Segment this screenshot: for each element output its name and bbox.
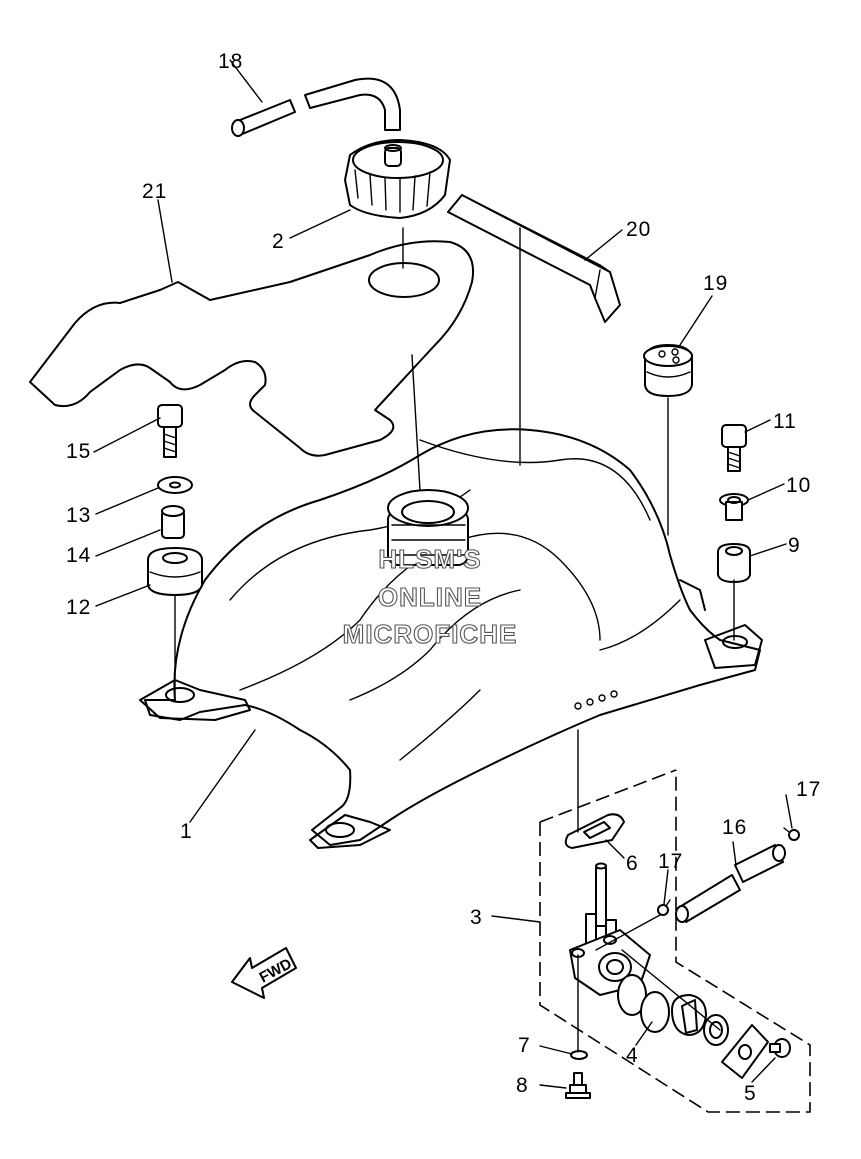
- part-10-collar: [719, 493, 749, 521]
- callout-8: 8: [516, 1074, 529, 1097]
- callout-16: 16: [722, 816, 747, 839]
- part-20-protector: [447, 194, 621, 323]
- callout-10: 10: [786, 474, 811, 497]
- tap-mount-holes: [574, 690, 618, 710]
- callout-4: 4: [626, 1044, 639, 1067]
- watermark: HLSM'S ONLINE MICROFICHE: [342, 543, 518, 649]
- callout-17a: 17: [796, 778, 821, 801]
- callout-labels: 18 21 2 20 19 11 10 9 15 13 14 12 1 17 1…: [66, 50, 821, 1105]
- watermark-line-1: HLSM'S: [378, 544, 481, 574]
- part-8-drain-screw: [565, 1072, 591, 1099]
- callout-5: 5: [744, 1082, 757, 1105]
- callout-20: 20: [626, 218, 651, 241]
- callout-17b: 17: [658, 850, 683, 873]
- assembly-lines: [93, 59, 793, 1089]
- callout-13: 13: [66, 504, 91, 527]
- callout-12: 12: [66, 596, 91, 619]
- fwd-arrow-icon: FWD: [231, 947, 297, 999]
- callout-15: 15: [66, 440, 91, 463]
- callout-1: 1: [180, 820, 193, 843]
- watermark-line-2: ONLINE: [378, 582, 482, 612]
- callout-11: 11: [773, 410, 797, 433]
- part-13-washer: [157, 476, 193, 494]
- callout-6: 6: [626, 852, 639, 875]
- part-1-fuel-tank: [139, 428, 763, 849]
- part-6-gasket: [564, 813, 625, 849]
- part-2-fuel-cap: [344, 139, 451, 219]
- part-12-damper: [147, 547, 203, 596]
- part-19-damper: [643, 344, 693, 397]
- part-9-damper: [717, 543, 751, 583]
- callout-14: 14: [66, 544, 91, 567]
- part-4-filter-cup: [617, 974, 670, 1033]
- callout-18: 18: [218, 50, 243, 73]
- part-17-clip-upper: [783, 827, 800, 841]
- callout-3: 3: [470, 906, 483, 929]
- part-21-tank-cover: [29, 240, 474, 457]
- part-18-breather-hose: [231, 77, 401, 137]
- callout-21: 21: [142, 180, 167, 203]
- watermark-line-3: MICROFICHE: [343, 619, 518, 649]
- callout-2: 2: [272, 230, 285, 253]
- part-3-fuel-cock-assembly: [539, 769, 811, 1113]
- part-5-screw: [769, 1038, 791, 1058]
- callout-19: 19: [703, 272, 728, 295]
- part-14-collar: [161, 505, 185, 539]
- callout-7: 7: [518, 1034, 531, 1057]
- part-7-washer: [570, 1050, 588, 1060]
- part-17-clip-lower: [657, 899, 671, 916]
- callout-9: 9: [788, 534, 801, 557]
- part-11-bolt: [721, 424, 747, 472]
- part-15-bolt: [157, 404, 183, 458]
- part-16-fuel-hose: [675, 844, 786, 923]
